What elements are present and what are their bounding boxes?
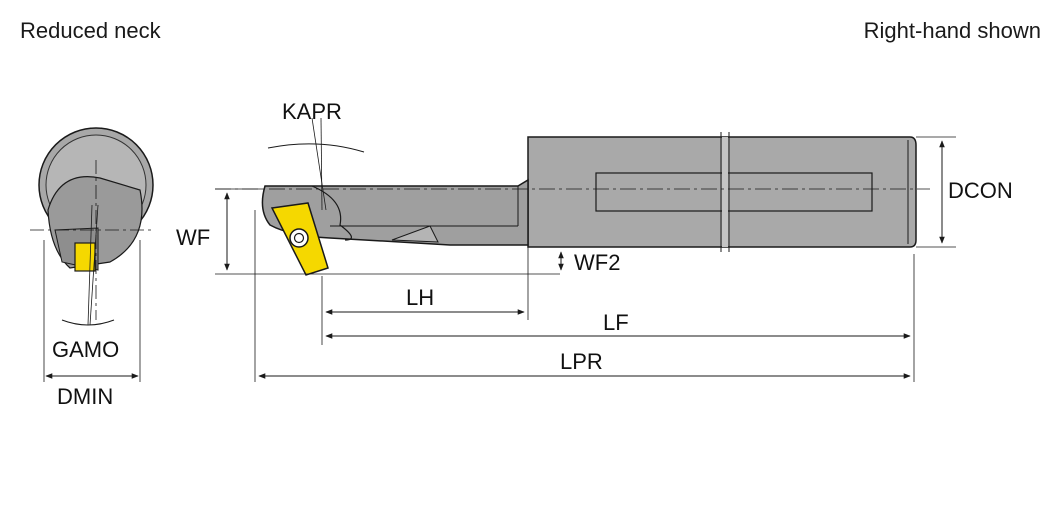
kapr-label: KAPR xyxy=(282,99,342,124)
wf2-label: WF2 xyxy=(574,250,620,275)
shank-gap xyxy=(722,137,728,247)
insert-screw-socket-icon xyxy=(293,232,305,244)
shank-flat xyxy=(595,172,873,212)
gamo-line-1 xyxy=(87,204,93,326)
end-view: GAMO DMIN xyxy=(30,127,155,409)
lf-label: LF xyxy=(603,310,629,335)
lpr-label: LPR xyxy=(560,349,603,374)
gamo-label: GAMO xyxy=(52,337,119,362)
reduced-neck-note: Reduced neck xyxy=(20,18,161,43)
end-view-insert xyxy=(74,242,96,272)
relief-cut xyxy=(391,225,439,243)
kapr-line-2 xyxy=(320,117,323,211)
lh-label: LH xyxy=(406,285,434,310)
chip-pocket xyxy=(311,185,352,241)
right-hand-shown-note: Right-hand shown xyxy=(863,18,1041,43)
gamo-arc xyxy=(61,319,115,326)
gamo-line-2 xyxy=(89,204,99,326)
side-view: KAPR WF WF2 DCON LH LF LPR xyxy=(176,99,1013,382)
insert-screw xyxy=(289,228,309,248)
kapr-line-1 xyxy=(311,117,327,211)
dcon-label: DCON xyxy=(948,178,1013,203)
dmin-label: DMIN xyxy=(57,384,113,409)
kapr-arc xyxy=(267,143,365,153)
wf-label: WF xyxy=(176,225,210,250)
